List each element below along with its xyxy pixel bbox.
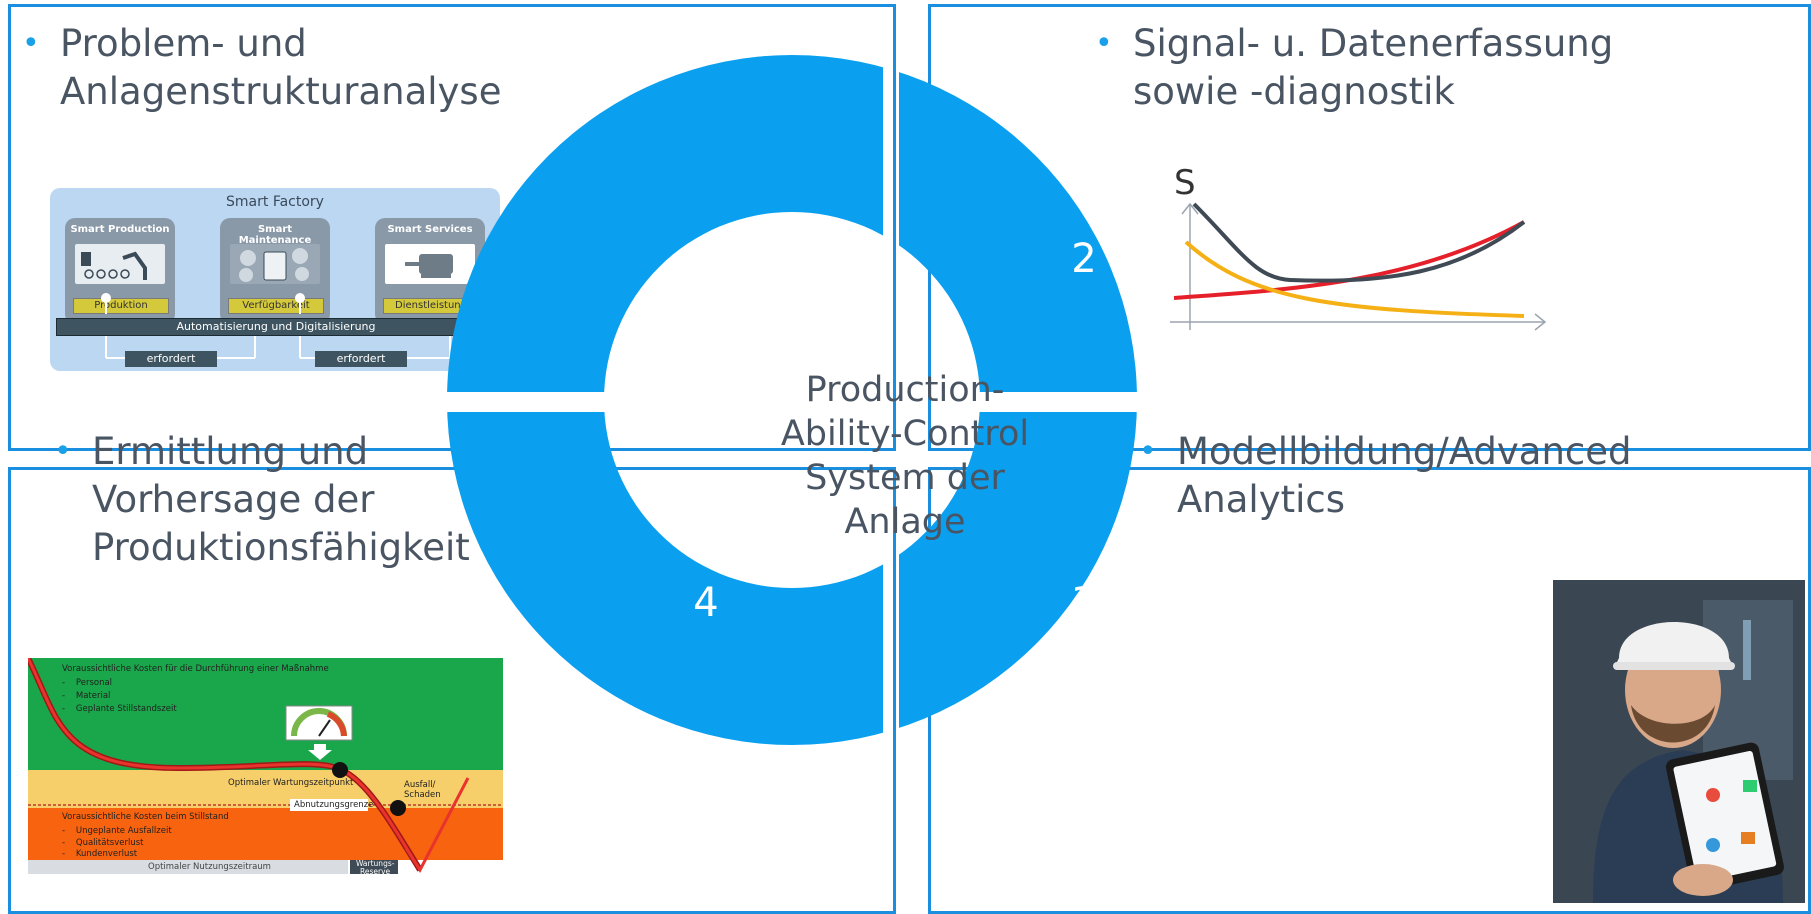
q2-title: • Signal- u. Datenerfassung sowie -diagn… <box>1095 20 1614 116</box>
x-axis-arrow-icon <box>1534 313 1547 331</box>
smart-services-header: Smart Services <box>387 224 473 235</box>
q4-title-line2: Vorhersage der <box>92 478 375 521</box>
cost-zone-action <box>28 658 503 770</box>
signal-y-label: S <box>1174 163 1196 203</box>
cost-top-heading: Voraussichtliche Kosten für die Durchfüh… <box>62 664 329 674</box>
failure-curve <box>404 777 470 873</box>
gauge-needle <box>318 719 331 737</box>
failure-label-line1: Ausfall/ <box>404 780 436 790</box>
bullet-icon: • <box>1139 434 1157 469</box>
center-label-line1: Production- <box>805 370 1005 410</box>
q4-title: • Ermittlung und Vorhersage der Produkti… <box>54 428 470 572</box>
q1-title-line1: Problem- und <box>60 22 307 65</box>
q2-title-line1: Signal- u. Datenerfassung <box>1133 22 1614 65</box>
failure-point <box>390 800 406 816</box>
cost-bottom-heading: Voraussichtliche Kosten beim Stillstand <box>62 812 229 822</box>
item-marker: - <box>62 691 66 701</box>
item-text: Geplante Stillstandszeit <box>75 704 177 714</box>
optimum-point <box>332 762 348 778</box>
item-marker: - <box>62 704 66 714</box>
reserve-box <box>350 860 398 874</box>
item-marker: - <box>62 826 66 836</box>
failure-label-line2: Schaden <box>404 790 441 800</box>
reserve-label-line1: Wartungs- <box>356 859 395 868</box>
cost-curve-light <box>28 658 422 871</box>
item-marker: - <box>62 838 66 848</box>
smart-maintenance-box: Smart Maintenance Verfügbarkeit <box>220 218 330 324</box>
cost-chart: Voraussichtliche Kosten für die Durchfüh… <box>28 658 548 888</box>
gears-tablet-icon <box>230 244 320 284</box>
center-label-line4: Anlage <box>844 502 966 542</box>
requires-connectors <box>101 293 451 359</box>
cost-curves <box>28 658 503 873</box>
optimum-label: Optimaler Wartungszeitpunkt <box>228 778 354 788</box>
q1-title: • Problem- und Anlagenstrukturanalyse <box>22 20 502 116</box>
bullet-icon: • <box>1095 26 1113 61</box>
smart-factory-graphic: Smart Factory Smart Production Produktio… <box>50 188 500 371</box>
bullet-icon: • <box>54 434 72 469</box>
center-label: Production- Ability-Control System der A… <box>720 368 1090 544</box>
total-curve <box>1192 202 1526 283</box>
cost-zone-limit <box>28 770 503 808</box>
item-text: Material <box>75 691 111 701</box>
wear-limit-label: Abnutzungsgrenze <box>294 800 374 810</box>
item-text: Personal <box>75 678 113 688</box>
item-text: Qualitätsverlust <box>75 838 144 848</box>
reserve-label-line2: Reserve <box>360 867 391 876</box>
q3-title-line2: Analytics <box>1177 478 1346 521</box>
q4-title-line1: Ermittlung und <box>92 430 369 473</box>
signal-chart: S <box>1170 163 1547 331</box>
item-text: Ungeplante Ausfallzeit <box>75 826 172 836</box>
q1-title-line2: Anlagenstrukturanalyse <box>60 70 502 113</box>
automation-bar: Automatisierung und Digitalisierung <box>56 318 496 336</box>
cost-top-item-2: - Material <box>62 691 110 701</box>
robot-arm-icon <box>75 244 165 284</box>
smart-production-header: Smart Production <box>70 224 170 235</box>
q4-title-line3: Produktionsfähigkeit <box>92 526 470 569</box>
item-marker: - <box>62 678 66 688</box>
engineer-tablet-photo <box>1553 580 1805 903</box>
bullet-icon: • <box>22 26 40 61</box>
y-axis-arrow-icon <box>1181 202 1199 215</box>
cost-bottom-item-2: - Qualitätsverlust <box>62 838 143 848</box>
usage-axis-label: Optimaler Nutzungszeitraum <box>148 862 271 872</box>
center-label-line2: Ability-Control <box>780 414 1030 454</box>
cost-top-item-1: - Personal <box>62 678 112 688</box>
smart-factory-title: Smart Factory <box>226 194 324 210</box>
requires-label-2: erfordert <box>315 351 407 367</box>
gauge-arc-red <box>326 711 347 737</box>
center-label-line3: System der <box>805 458 1005 498</box>
item-text: Kundenverlust <box>75 849 138 859</box>
q3-title-line1: Modellbildung/Advanced <box>1177 430 1632 473</box>
produktion-label: Produktion <box>73 298 169 314</box>
falling-curve <box>1184 240 1525 318</box>
usage-axis <box>28 860 348 874</box>
cost-top-item-3: - Geplante Stillstandszeit <box>62 704 177 714</box>
q3-title: • Modellbildung/Advanced Analytics <box>1139 428 1632 524</box>
cost-bottom-item-1: - Ungeplante Ausfallzeit <box>62 826 172 836</box>
rising-curve <box>1173 220 1525 300</box>
down-arrow-icon <box>308 744 332 760</box>
requires-label-1: erfordert <box>125 351 217 367</box>
smart-maintenance-header: Smart Maintenance <box>238 224 312 246</box>
smart-production-box: Smart Production Produktion <box>65 218 175 324</box>
q2-title-line2: sowie -diagnostik <box>1133 70 1455 113</box>
item-marker: - <box>62 849 66 859</box>
cost-zone-standstill <box>28 808 503 860</box>
cost-bottom-item-3: - Kundenverlust <box>62 849 137 859</box>
wear-limit-label-bg <box>290 799 368 811</box>
